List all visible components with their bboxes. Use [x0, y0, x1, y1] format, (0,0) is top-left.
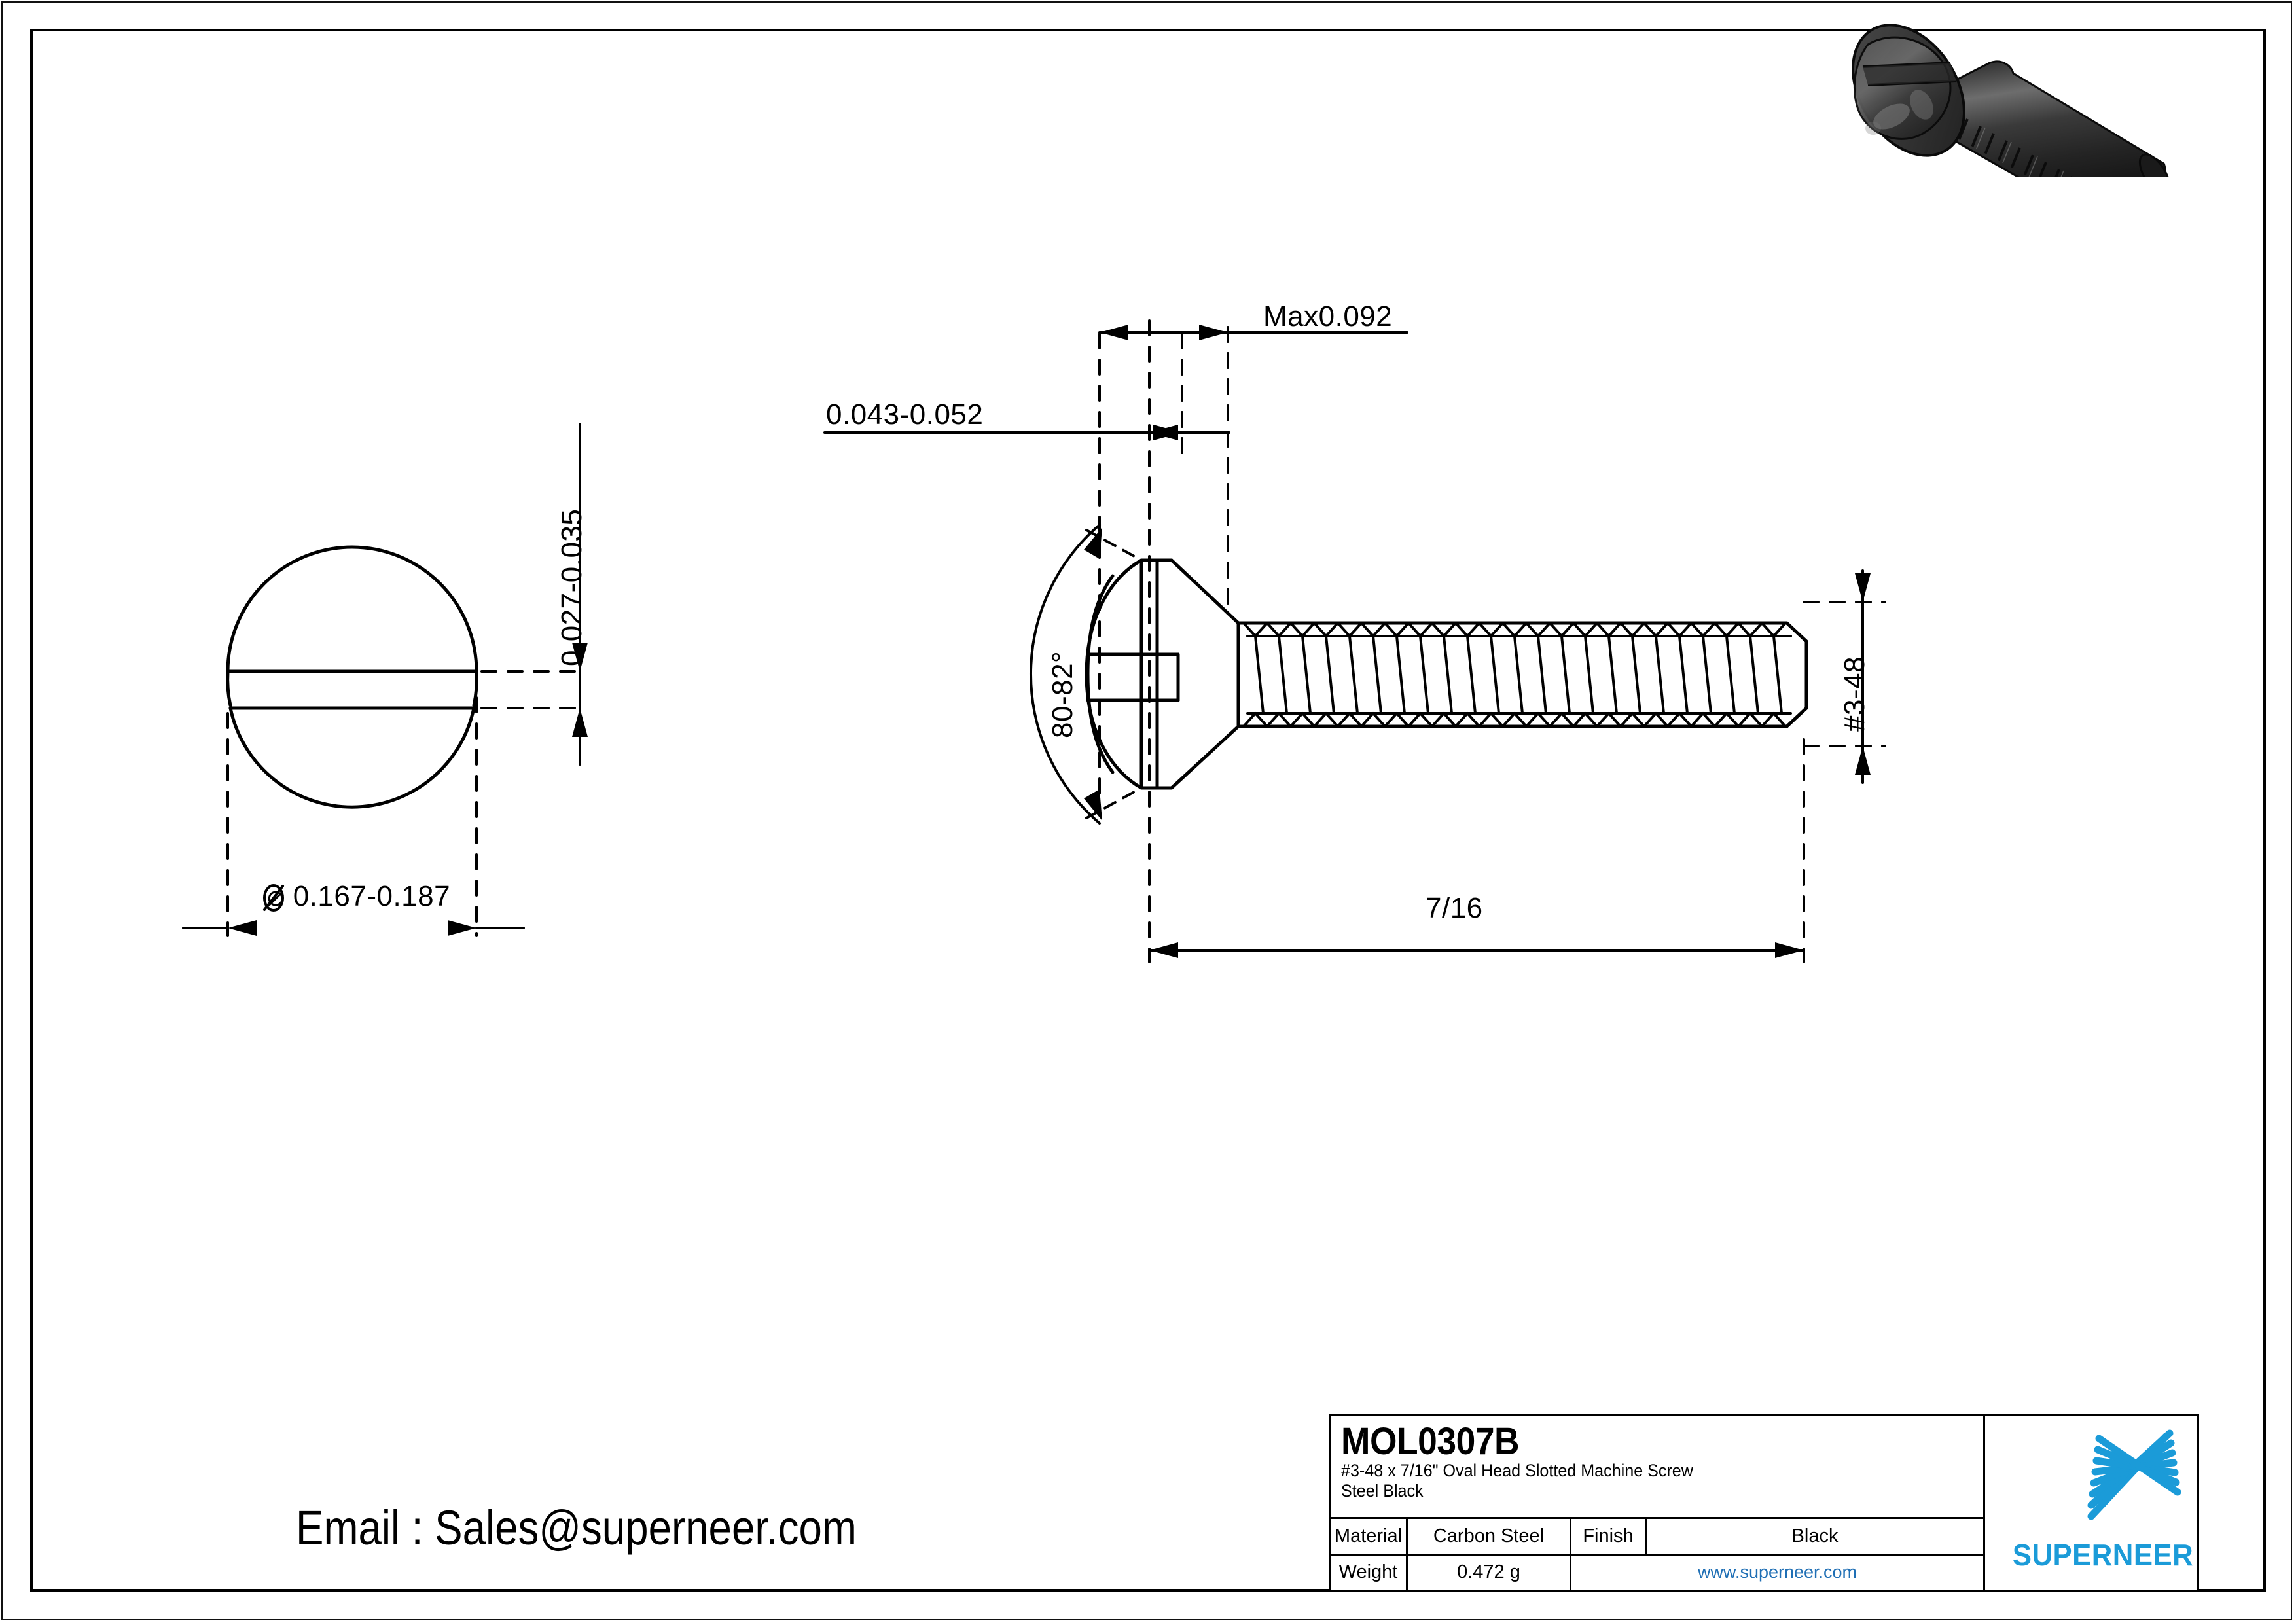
title-block-info: MOL0307B #3-48 x 7/16" Oval Head Slotted… [1331, 1416, 1985, 1590]
dim-head-angle: 80-82° [1047, 651, 1079, 738]
dim-length: 7/16 [1426, 892, 1483, 924]
dim-head-height-max: Max0.092 [1263, 300, 1393, 332]
description-line-2: Steel Black [1341, 1481, 1424, 1501]
finish-label: Finish [1571, 1519, 1647, 1554]
superneer-logo-icon [2087, 1429, 2181, 1520]
description-line-1: #3-48 x 7/16" Oval Head Slotted Machine … [1341, 1461, 1693, 1481]
email-contact-text: Email : Sales@superneer.com [296, 1501, 857, 1555]
dim-thread-size: #3-48 [1839, 656, 1871, 732]
weight-value: 0.472 g [1408, 1555, 1571, 1590]
dim-slot-depth: 0.027-0.035 [556, 508, 588, 666]
material-label: Material [1331, 1519, 1408, 1554]
finish-value: Black [1791, 1525, 1839, 1546]
table-row: Weight 0.472 g www.superneer.com [1331, 1553, 1983, 1590]
screw-head [1852, 24, 1965, 157]
brand-wordmark: SUPERNEER [2012, 1538, 2194, 1572]
material-value: Carbon Steel [1408, 1519, 1571, 1554]
brand-panel: SUPERNEER [1985, 1416, 2197, 1590]
weight-label: Weight [1331, 1555, 1408, 1590]
website-link[interactable]: www.superneer.com [1697, 1562, 1857, 1582]
dim-head-diameter: ⌀ 0.167-0.187 [267, 880, 451, 912]
isometric-screw-render [1852, 24, 2171, 177]
dim-slot-width: 0.043-0.052 [826, 399, 984, 431]
title-block-description: MOL0307B #3-48 x 7/16" Oval Head Slotted… [1331, 1416, 1983, 1519]
sheet-inner-border [30, 29, 2266, 1592]
title-block: MOL0307B #3-48 x 7/16" Oval Head Slotted… [1329, 1414, 2199, 1592]
part-number: MOL0307B [1341, 1420, 1520, 1463]
table-row: Material Carbon Steel Finish Black [1331, 1519, 1983, 1554]
